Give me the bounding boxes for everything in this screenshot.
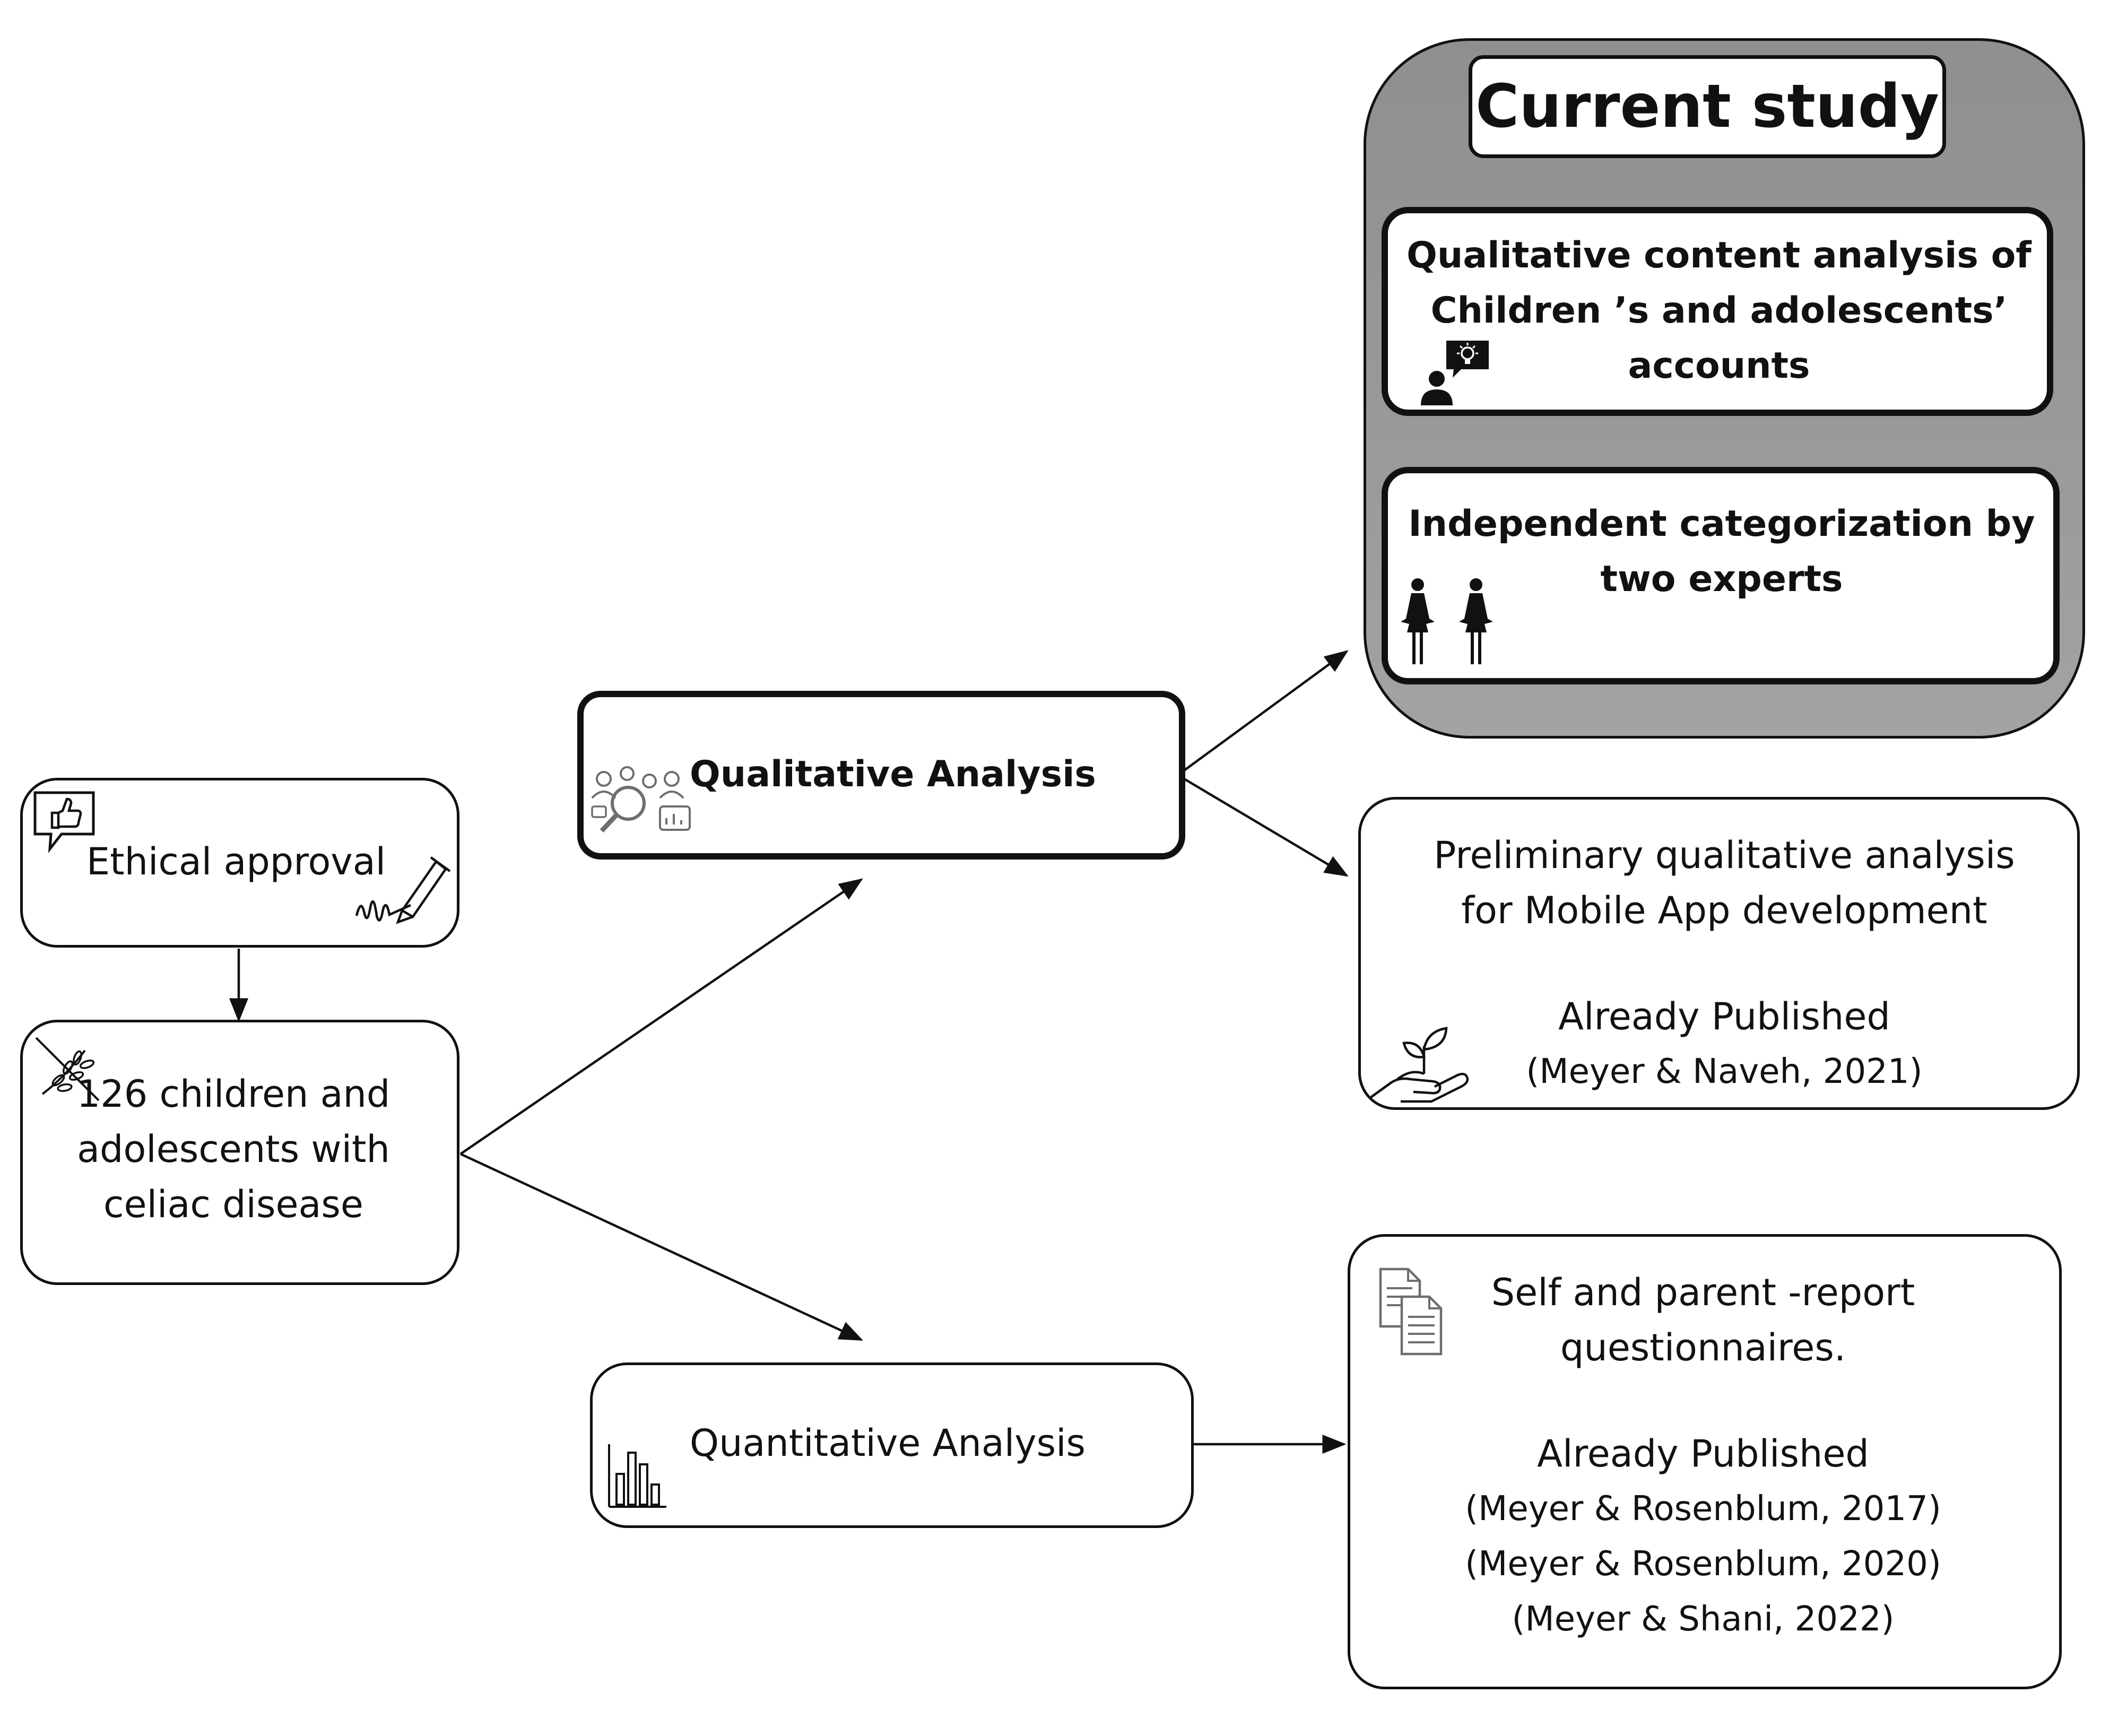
current-study-title-box (1469, 55, 1946, 158)
questionnaires-text: Self and parent -report questionnaires. … (1358, 1265, 2048, 1647)
ethical-approval-label: Ethical approval (86, 840, 386, 883)
participants-line-1: 126 children and (76, 1072, 390, 1116)
edge-participants-to-quantitative (460, 1152, 864, 1341)
edge-participants-to-qualitative (459, 878, 863, 1155)
categorization-box (1382, 467, 2060, 684)
quantitative-analysis-label: Quantitative Analysis (690, 1421, 1086, 1465)
edge-qualitative-to-current-study (1183, 650, 1349, 771)
two-women-icon (1396, 577, 1503, 670)
questionnaires-line-1: Self and parent -report (1491, 1271, 1915, 1314)
questionnaires-line-2: questionnaires. (1560, 1326, 1846, 1369)
categorization-line-1: Independent categorization by (1408, 503, 2035, 545)
content-analysis-line-3: accounts (1628, 345, 1810, 387)
edge-qualitative-to-preliminary (1183, 778, 1349, 877)
ethical-approval-box (20, 778, 459, 948)
preliminary-analysis-box (1358, 797, 2080, 1110)
categorization-line-2: two experts (1600, 558, 1843, 600)
documents-icon (1378, 1267, 1447, 1359)
participants-line-2: adolescents with (77, 1127, 390, 1171)
signature-pen-icon (351, 848, 452, 940)
questionnaires-spacer (1358, 1375, 2048, 1426)
questionnaires-status: Already Published (1537, 1432, 1869, 1475)
preliminary-analysis-text: Preliminary qualitative analysis for Mob… (1379, 828, 2069, 1099)
content-analysis-label: Qualitative content analysis of Children… (1401, 228, 2037, 394)
questionnaires-citation-2: (Meyer & Rosenblum, 2020) (1465, 1544, 1941, 1584)
qualitative-analysis-label: Qualitative Analysis (690, 753, 1096, 795)
group-analysis-icon (588, 763, 694, 839)
questionnaires-citation-1: (Meyer & Rosenblum, 2017) (1465, 1489, 1941, 1529)
questionnaires-box (1348, 1234, 2062, 1689)
questionnaires-citation-3: (Meyer & Shani, 2022) (1512, 1600, 1895, 1639)
thumbs-up-speech-icon (31, 789, 110, 861)
preliminary-line-2: for Mobile App development (1461, 889, 1987, 932)
categorization-label: Independent categorization by two expert… (1401, 497, 2043, 607)
current-study-title: Current study (1475, 72, 1939, 141)
content-analysis-line-2: Children ’s and adolescents’ (1430, 290, 2008, 332)
preliminary-line-1: Preliminary qualitative analysis (1434, 834, 2015, 877)
preliminary-spacer (1379, 938, 2069, 989)
content-analysis-line-1: Qualitative content analysis of (1407, 235, 2031, 276)
speaker-idea-icon (1419, 338, 1493, 410)
preliminary-status: Already Published (1558, 995, 1890, 1038)
bar-chart-icon (605, 1441, 668, 1512)
content-analysis-box (1382, 207, 2053, 416)
participants-label: 126 children and adolescents with celiac… (58, 1066, 409, 1232)
participants-line-3: celiac disease (103, 1183, 363, 1226)
quantitative-analysis-box (590, 1362, 1194, 1528)
preliminary-citation: (Meyer & Naveh, 2021) (1526, 1052, 1923, 1091)
hand-sprout-icon (1369, 1024, 1470, 1106)
no-wheat-icon (33, 1035, 102, 1106)
